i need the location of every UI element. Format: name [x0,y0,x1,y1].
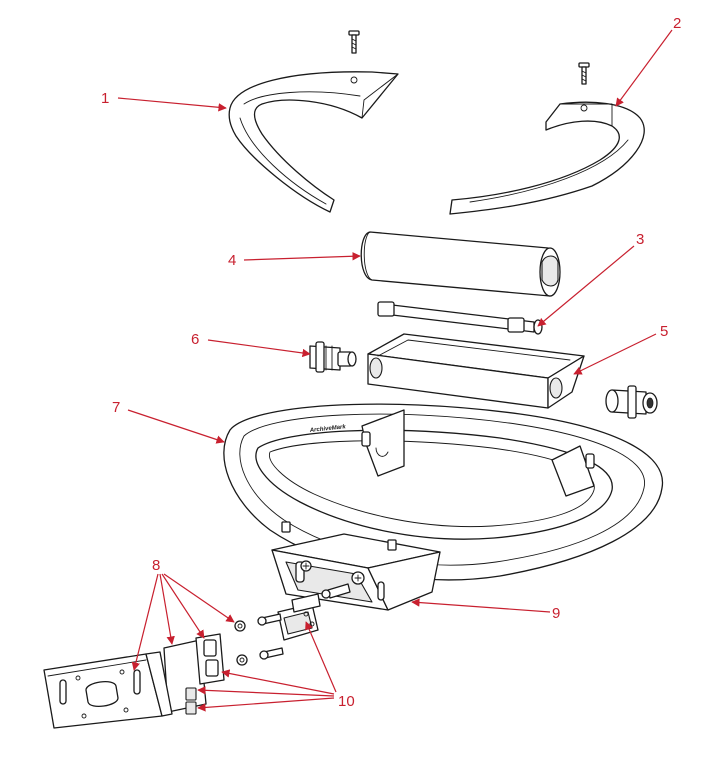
leader-line [615,29,673,107]
callout-6: 6 [191,331,311,358]
screw-icon [234,620,246,632]
leader-line [197,686,335,697]
part-7-oval-frame: ArchiveMark [223,403,664,581]
leader-line [197,697,335,712]
callout-label: 3 [636,231,644,248]
callout-label: 2 [673,15,681,32]
screw-icon [578,62,590,85]
part-2-right-cover-arm [449,101,645,215]
leader-line [131,573,159,671]
callout-8: 8 [131,557,235,671]
callout-label: 5 [660,323,668,340]
callout-1: 1 [101,90,227,112]
callout-5: 5 [573,323,668,375]
part-8-base-plate [43,651,173,729]
leader-line [573,333,657,375]
leader-line [411,598,551,613]
part-5-lamp-housing [367,333,585,409]
leader-line [537,245,635,327]
svg-text:ArchiveMark: ArchiveMark [309,424,347,434]
part-6-connector-right [605,385,658,419]
screw-icon [257,613,282,626]
callout-2: 2 [615,15,681,107]
callout-label: 8 [152,557,160,574]
callout-4: 4 [228,252,361,269]
screw-icon [348,30,360,54]
leader-line [159,573,175,645]
part-9-mounting-bracket [271,533,441,611]
part-4-cylinder-cover [360,231,561,297]
callout-10: 10 [197,621,355,712]
part-6-connector-left [309,341,357,373]
callout-9: 9 [411,598,560,622]
part-1-left-cover-arm [228,71,399,213]
part-10-hinge-block [277,593,321,641]
part-3-tube [377,301,543,335]
callout-label: 4 [228,252,236,269]
callout-label: 9 [552,605,560,622]
screw-icon [236,654,248,666]
part-10-hinge-plate [163,633,225,715]
callout-label: 7 [112,399,120,416]
leader-line [127,409,225,444]
callout-7: 7 [112,399,225,444]
leader-line [117,97,227,112]
callout-label: 1 [101,90,109,107]
leader-line [243,252,361,261]
leader-line [161,573,205,639]
callout-3: 3 [537,231,644,327]
leader-line [305,621,337,693]
callout-label: 6 [191,331,199,348]
screw-icon [259,647,284,660]
leader-line [207,339,311,358]
leader-line [221,669,335,695]
callout-label: 10 [338,693,355,710]
leader-line [163,573,235,623]
